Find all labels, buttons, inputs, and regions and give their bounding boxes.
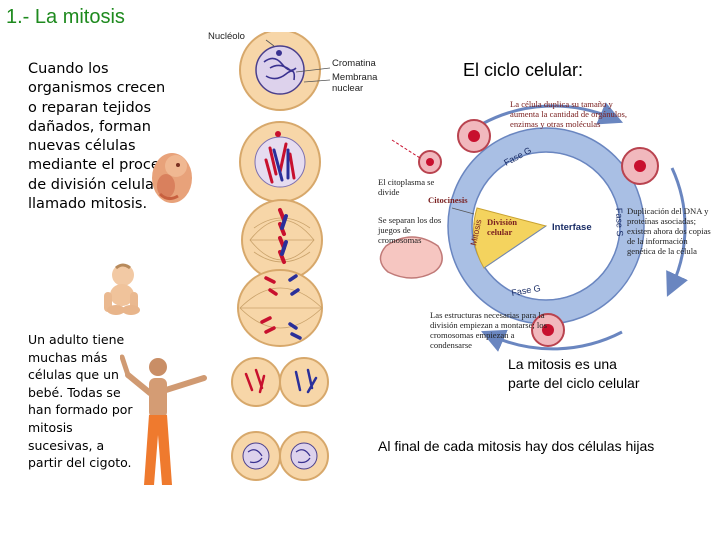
adult-image [120, 354, 207, 485]
cell-metaphase [241, 199, 323, 281]
note-bottom: Las estructuras necesarias para la divis… [430, 310, 547, 350]
note-top: La célula duplica su tamaño y aumenta la… [510, 99, 628, 129]
note-citoplasma: El citoplasma se divide [378, 177, 435, 197]
final-text: Al final de cada mitosis hay dos células… [378, 438, 655, 454]
mitosis-stages-image [231, 32, 331, 481]
cell-prophase [239, 121, 321, 203]
note-citocinesis: Citocinesis [428, 195, 468, 205]
label-cromatina: Cromatina [332, 58, 376, 69]
slide-title: 1.- La mitosis [6, 6, 125, 28]
embryo-image [152, 153, 192, 203]
note-dna: Duplicación del DNA y proteínas asociada… [627, 206, 711, 256]
label-nucleolo: Nucléolo [208, 31, 245, 42]
mitosis-part-text: La mitosis es una parte del ciclo celula… [508, 356, 640, 391]
baby-image [104, 263, 140, 315]
cell-interphase [239, 32, 321, 111]
intro-text: Cuando los organismos crecen o reparan t… [28, 61, 177, 213]
cycle-title: El ciclo celular: [463, 60, 584, 80]
cycle-division: División celular [487, 217, 518, 237]
label-membrana: Membrana nuclear [332, 72, 378, 94]
note-separan: Se separan los dos juegos de cromosomas [378, 215, 442, 245]
cell-anaphase [237, 269, 323, 347]
cycle-interfase: Interfase [552, 222, 592, 233]
cell-telophase [231, 357, 329, 407]
cell-cycle-diagram: Fase G Fase S Fase G Interfase Mitosis [379, 102, 688, 352]
cycle-fase-s: Fase S [614, 208, 625, 237]
cell-daughters [231, 431, 329, 481]
adult-text: Un adulto tiene muchas más células que u… [28, 332, 133, 471]
